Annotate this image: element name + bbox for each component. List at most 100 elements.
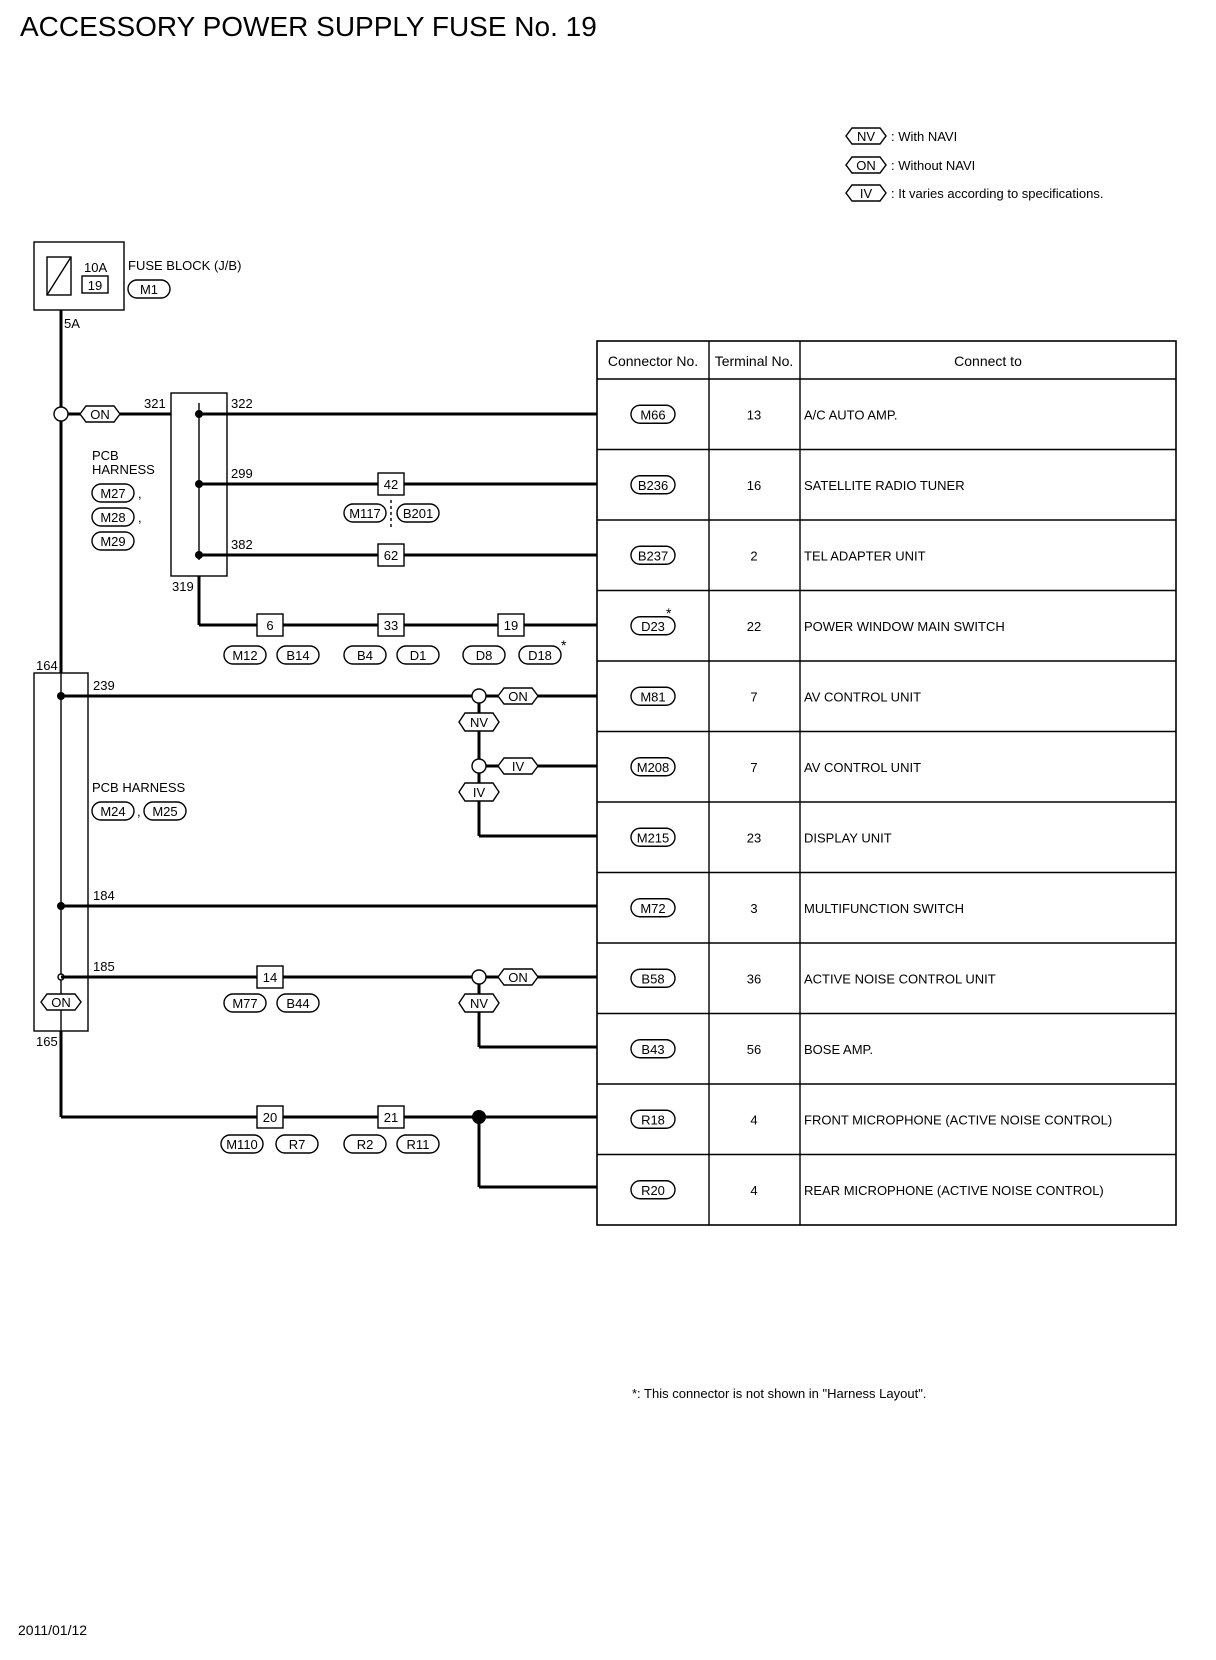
svg-text:M110: M110 [226,1137,258,1152]
connector-number: R20 [641,1183,665,1198]
table-row: B58 36 ACTIVE NOISE CONTROL UNIT [630,968,996,988]
svg-text:,: , [138,510,142,525]
terminal-number: 2 [750,548,757,563]
connector-badge [630,545,676,565]
svg-text:M24: M24 [100,804,125,819]
option-tag-nv-row1: NV [470,715,488,730]
svg-text:R7: R7 [289,1137,306,1152]
svg-text:D8: D8 [476,648,493,663]
connector-badge [630,1109,676,1129]
joint-42: 42 M117 B201 [343,472,440,530]
connect-to-label: POWER WINDOW MAIN SWITCH [804,619,1005,634]
connector-number: M81 [640,689,665,704]
connector-badge [630,1039,676,1059]
connector-number: B58 [641,971,664,986]
fuse-block: 10A 19 FUSE BLOCK (J/B) M1 5A [33,241,241,331]
terminal-number: 36 [747,971,761,986]
svg-text:185: 185 [93,959,115,974]
connector-badge [630,757,676,777]
option-tag-on-row1: ON [508,689,528,704]
svg-text:299: 299 [231,466,253,481]
asterisk-mark: * [666,605,672,621]
svg-text:319: 319 [172,579,194,594]
terminal-number: 23 [747,830,761,845]
svg-text:,: , [137,804,141,819]
svg-text:20: 20 [263,1110,277,1125]
joint-21: 21 R2 R11 [343,1105,440,1154]
svg-text:: With NAVI: : With NAVI [891,129,957,144]
svg-text:PCB HARNESS: PCB HARNESS [92,780,186,795]
legend-item-iv: IV : It varies according to specificatio… [845,184,1103,202]
connector-number: B43 [641,1042,664,1057]
option-tag-on: ON [79,405,121,423]
svg-text:D18: D18 [528,648,552,663]
svg-text:33: 33 [384,618,398,633]
svg-text:62: 62 [384,548,398,563]
footnote: *: This connector is not shown in "Harne… [632,1386,926,1401]
svg-text:165: 165 [36,1034,58,1049]
connector-number: B236 [638,478,668,493]
svg-text:ON: ON [90,407,110,422]
page-title: ACCESSORY POWER SUPPLY FUSE No. 19 [20,11,597,42]
svg-text:10A: 10A [84,260,107,275]
svg-text:: It varies according to speci: : It varies according to specifications. [891,186,1103,201]
connector-badge [630,968,676,988]
connector-badge [630,686,676,706]
connect-to-label: ACTIVE NOISE CONTROL UNIT [804,971,996,986]
joint-20: 20 M110 R7 [220,1105,319,1154]
option-tag-iv-row3: IV [473,785,486,800]
fuse-block-label: FUSE BLOCK (J/B) [128,258,241,273]
pcb-harness-lower: ON PCB HARNESS M24 , M25 [33,672,187,1032]
joint-19: 19 D8 D18 * [462,613,567,665]
svg-text:42: 42 [384,477,398,492]
svg-text:184: 184 [93,888,115,903]
legend: NV : With NAVI ON : Without NAVI IV : It… [845,127,1103,202]
terminal-number: 56 [747,1042,761,1057]
svg-text:164: 164 [36,658,58,673]
svg-text:321: 321 [144,396,166,411]
svg-text:R11: R11 [407,1137,430,1152]
connector-number: D23 [641,619,665,634]
svg-text:M117: M117 [349,506,381,521]
legend-item-on: ON : Without NAVI [845,156,975,174]
joint-14: 14 M77 B44 [223,965,320,1013]
svg-text:R2: R2 [357,1137,374,1152]
svg-text:HARNESS: HARNESS [92,462,155,477]
connect-to-label: BOSE AMP. [804,1042,873,1057]
legend-item-nv: NV : With NAVI [845,127,957,145]
terminal-number: 4 [750,1183,757,1198]
connect-to-label: AV CONTROL UNIT [804,760,921,775]
svg-text:B14: B14 [286,648,309,663]
connect-to-label: SATELLITE RADIO TUNER [804,478,965,493]
option-tag-iv-row2: IV [512,759,525,774]
document-date: 2011/01/12 [18,1622,87,1638]
svg-text:NV: NV [857,129,875,144]
connector-badge [630,616,676,636]
svg-text:B4: B4 [357,648,373,663]
svg-text:322: 322 [231,396,253,411]
svg-text:: Without NAVI: : Without NAVI [891,158,975,173]
connector-badge [630,475,676,495]
connect-to-label: A/C AUTO AMP. [804,407,897,422]
terminal-number: 7 [750,760,757,775]
connect-to-label: AV CONTROL UNIT [804,689,921,704]
svg-text:19: 19 [504,618,518,633]
option-tag-nv-row9: NV [470,996,488,1011]
svg-text:M28: M28 [100,510,125,525]
joint-33: 33 B4 D1 [343,613,440,665]
connect-to-label: REAR MICROPHONE (ACTIVE NOISE CONTROL) [804,1183,1104,1198]
svg-text:M1: M1 [140,282,158,297]
svg-text:D1: D1 [410,648,427,663]
connector-number: M215 [637,830,670,845]
connector-number: B237 [638,548,668,563]
connect-to-label: MULTIFUNCTION SWITCH [804,901,964,916]
connect-to-label: TEL ADAPTER UNIT [804,548,926,563]
